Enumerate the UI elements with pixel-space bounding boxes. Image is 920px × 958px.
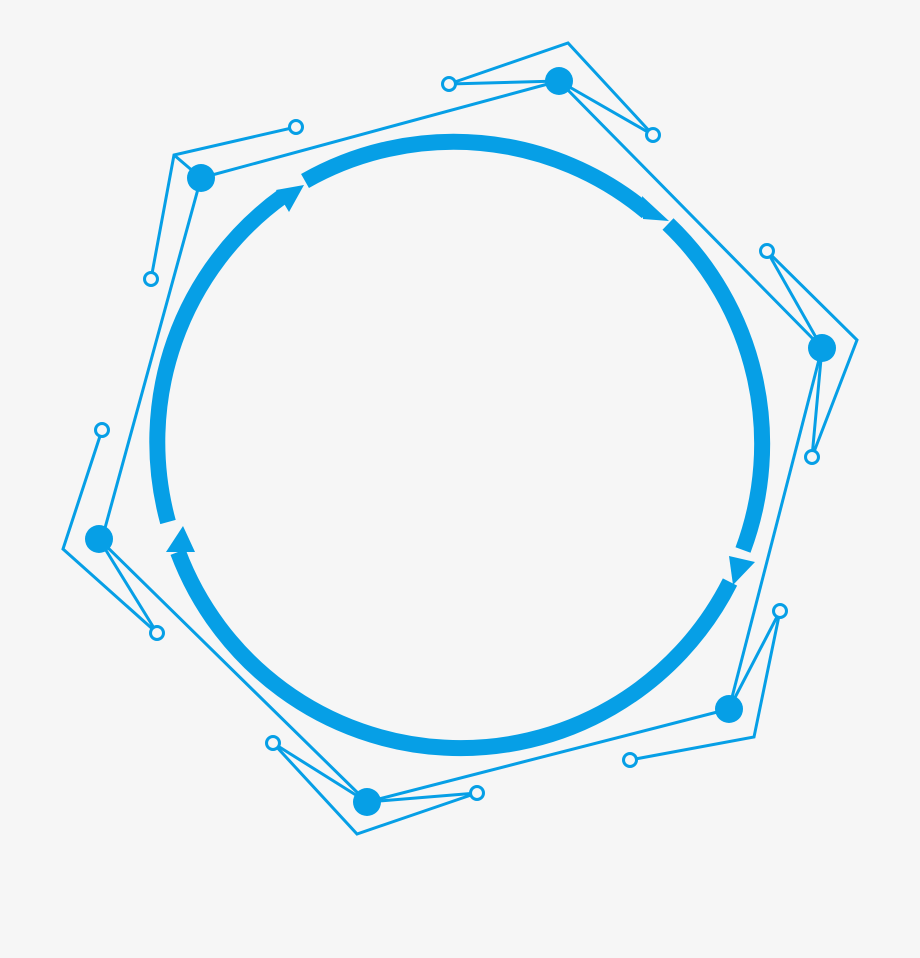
circuit-trace <box>97 538 159 634</box>
filled-dot-icon <box>85 525 113 553</box>
filled-dot-icon <box>808 334 836 362</box>
ring-arrows <box>166 185 755 585</box>
circuit-trace <box>448 79 560 86</box>
hollow-ring-icon <box>265 735 281 751</box>
frame-line <box>557 79 824 350</box>
frame-line <box>727 347 824 710</box>
ring-segment-top <box>301 133 653 219</box>
frame-line <box>97 537 369 804</box>
circuit-terminals <box>94 76 820 801</box>
triangle-arrow-icon <box>276 185 304 212</box>
ring-segment-right <box>662 218 771 553</box>
circuit-trace <box>765 250 824 349</box>
circuit-trace <box>272 741 368 804</box>
triangle-arrow-icon <box>729 556 755 585</box>
hollow-ring-icon <box>622 752 638 768</box>
hollow-ring-icon <box>469 785 485 801</box>
frame-nodes <box>85 67 836 816</box>
circuit-trace <box>558 79 654 137</box>
triangle-arrow-icon <box>642 196 669 221</box>
ring-segment-left <box>149 189 288 525</box>
circuit-trace <box>366 791 478 804</box>
frame-outer-line <box>765 249 859 458</box>
frame-line <box>200 79 560 180</box>
hexagon-frame <box>61 41 859 836</box>
frame-outer-line <box>629 610 782 762</box>
filled-dot-icon <box>187 164 215 192</box>
hollow-ring-icon <box>149 625 165 641</box>
hollow-ring-icon <box>772 603 788 619</box>
filled-dot-icon <box>545 67 573 95</box>
filled-dot-icon <box>715 695 743 723</box>
frame-line <box>100 177 203 540</box>
hollow-ring-icon <box>143 271 159 287</box>
frame-outer-line <box>61 429 158 635</box>
ring-segment-bottom <box>170 549 738 757</box>
hollow-ring-icon <box>94 422 110 438</box>
circuit-trace <box>727 610 782 710</box>
frame-outer-line <box>448 41 655 137</box>
hollow-ring-icon <box>288 119 304 135</box>
hollow-ring-icon <box>759 243 775 259</box>
hollow-ring-icon <box>804 449 820 465</box>
filled-dot-icon <box>353 788 381 816</box>
hollow-ring-icon <box>441 76 457 92</box>
frame-outer-line <box>271 741 478 836</box>
triangle-arrow-icon <box>166 526 195 552</box>
cycle-ring <box>149 133 771 757</box>
frame-line <box>366 707 730 804</box>
hollow-ring-icon <box>645 127 661 143</box>
circuit-trace <box>810 347 824 458</box>
